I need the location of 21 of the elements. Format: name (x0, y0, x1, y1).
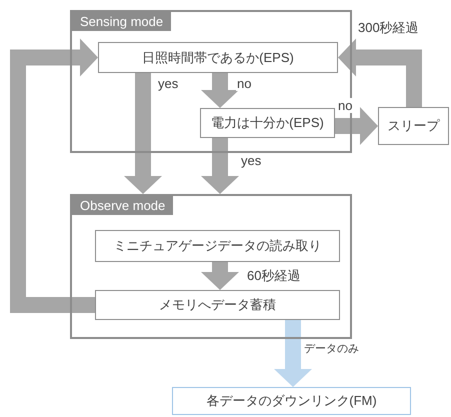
process-box: スリープ (378, 107, 449, 145)
edge-label: no (337, 98, 354, 113)
block-arrow (124, 73, 162, 194)
block-arrow (201, 262, 239, 290)
edge-label: 300秒経過 (357, 20, 420, 35)
process-box: 日照時間帯であるか(EPS) (98, 42, 338, 73)
edge-label: 60秒経過 (246, 268, 302, 283)
process-box: ミニチュアゲージデータの読み取り (95, 230, 340, 262)
frame-header: Sensing mode (72, 12, 172, 31)
mode-frame (70, 194, 352, 339)
edge-label: データのみ (303, 342, 360, 357)
process-box: メモリへデータ蓄積 (95, 290, 340, 320)
process-box: 各データのダウンリンク(FM) (172, 387, 411, 415)
block-arrow (201, 138, 239, 194)
block-arrow (10, 38, 98, 313)
process-box: 電力は十分か(EPS) (200, 108, 335, 138)
block-arrow (201, 73, 239, 108)
block-arrow (335, 107, 378, 145)
frame-header: Observe mode (72, 196, 174, 215)
mode-frame (70, 10, 352, 153)
block-arrow (274, 320, 312, 387)
